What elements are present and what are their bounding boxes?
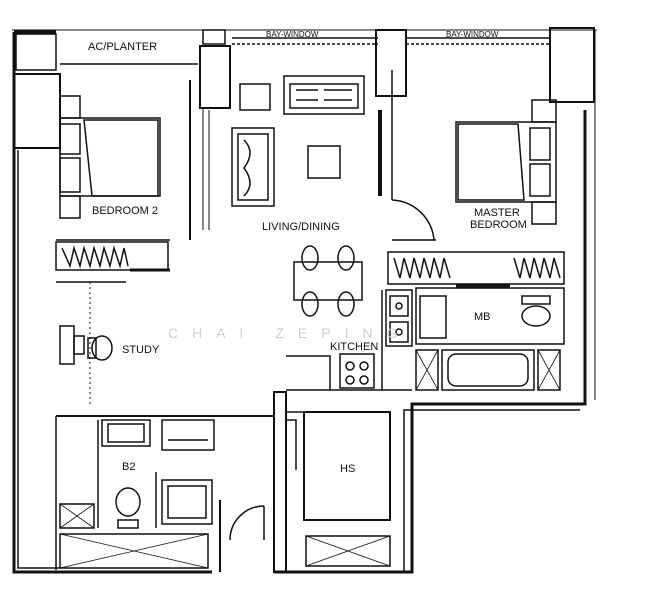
label-living-dining: LIVING/DINING <box>262 221 340 233</box>
wardrobe-bedroom-2 <box>55 241 170 283</box>
label-kitchen: KITCHEN <box>330 341 378 353</box>
living-room-furniture <box>231 70 436 241</box>
kitchen-fixtures <box>286 289 413 391</box>
column-left <box>13 73 61 149</box>
column-mid-left <box>199 45 231 109</box>
watermark: CHAI ZEPING <box>168 325 411 341</box>
label-b2: B2 <box>122 461 135 473</box>
bed-master-bedroom <box>455 99 557 225</box>
column-right <box>549 27 595 103</box>
column-top-left <box>15 33 57 71</box>
bay-window-right <box>406 37 550 45</box>
bedroom-2-walls <box>56 80 210 241</box>
label-bay-window-right: BAY-WINDOW <box>446 30 499 39</box>
column-mid-right <box>375 29 407 97</box>
door-swing-entrance <box>229 505 265 541</box>
label-bay-window-left: BAY-WINDOW <box>266 30 319 39</box>
dining-table <box>293 245 363 317</box>
bay-window-left <box>232 37 378 45</box>
household-shelter <box>286 411 391 567</box>
label-bedroom-2: BEDROOM 2 <box>92 205 158 217</box>
label-master-bedroom-line2: BEDROOM <box>470 219 527 231</box>
label-mb: MB <box>474 311 491 323</box>
label-study: STUDY <box>122 344 160 356</box>
bathroom-b2 <box>55 415 274 570</box>
column-mid-left-top <box>202 29 226 45</box>
outer-walls <box>12 29 597 574</box>
bed-bedroom-2 <box>59 95 161 219</box>
label-hs: HS <box>340 463 355 475</box>
label-ac-planter: AC/PLANTER <box>88 41 157 53</box>
master-bath-fixtures <box>415 287 565 391</box>
label-master-bedroom-line1: MASTER <box>474 207 520 219</box>
study-furniture <box>59 282 113 406</box>
wardrobe-master-bedroom <box>387 251 565 288</box>
